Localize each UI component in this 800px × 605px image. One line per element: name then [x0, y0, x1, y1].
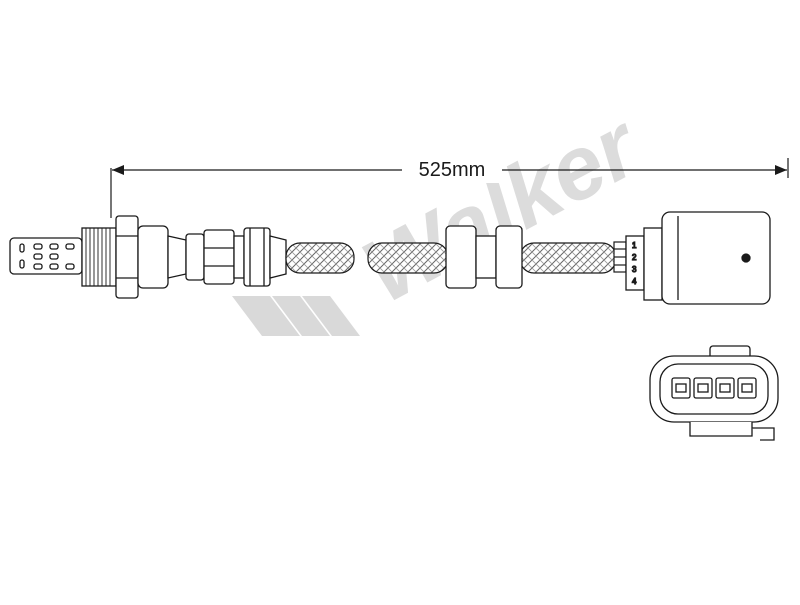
- probe-slot: [19, 259, 25, 269]
- plug-housing: [661, 211, 771, 305]
- hex-nut: [115, 215, 139, 299]
- watermark-logo: Walker: [232, 94, 658, 336]
- body-grommet: [243, 227, 271, 287]
- cable-segment: [519, 242, 617, 274]
- pin-label-1: 1: [632, 241, 637, 250]
- probe-slot: [33, 253, 43, 260]
- braided-cable: [285, 242, 617, 274]
- watermark-stripe: [272, 296, 330, 336]
- plug-latch-dot: [741, 253, 751, 263]
- cable-grommet: [445, 225, 523, 289]
- grommet-right: [495, 225, 523, 289]
- thread-body: [81, 227, 117, 287]
- probe-slot: [19, 243, 25, 253]
- probe-slot: [33, 263, 43, 270]
- body-end-taper: [269, 235, 287, 279]
- body-taper: [167, 235, 187, 279]
- pin-label-2: 2: [632, 253, 637, 262]
- grommet-center: [475, 235, 497, 279]
- grommet-left: [445, 225, 477, 289]
- probe-slot: [49, 253, 59, 260]
- connector-plug: 1 2 3 4: [625, 211, 771, 305]
- plug-ring: [643, 227, 663, 301]
- face-latch-bottom: [752, 427, 775, 441]
- connector-wires: [613, 241, 627, 273]
- sensor-probe: [9, 237, 83, 275]
- dimension-arrow-right: [775, 165, 787, 175]
- face-inner-shell: [659, 363, 769, 415]
- face-pin-slot: [675, 383, 687, 393]
- connector-face-view: [649, 345, 779, 441]
- probe-slot: [33, 243, 43, 250]
- pin-label-4: 4: [632, 277, 637, 286]
- face-pin-slot: [697, 383, 709, 393]
- sensor-body: [137, 225, 287, 289]
- watermark-stripe: [232, 296, 300, 336]
- thread-lines: [85, 228, 111, 286]
- cable-segment: [285, 242, 355, 274]
- thread-section: [81, 215, 139, 299]
- body-ring: [185, 233, 205, 281]
- face-pin-slot: [719, 383, 731, 393]
- pin-label-3: 3: [632, 265, 637, 274]
- dimension-length-label: 525mm: [402, 157, 502, 183]
- dimension-line: [110, 158, 789, 218]
- probe-slot: [65, 263, 75, 270]
- dimension-arrow-left: [112, 165, 124, 175]
- body-collar: [137, 225, 169, 289]
- body-step: [233, 235, 245, 279]
- face-pin-slot: [741, 383, 753, 393]
- watermark-stripe: [302, 296, 360, 336]
- cable-segment: [367, 242, 449, 274]
- probe-slot: [49, 263, 59, 270]
- body-sleeve: [203, 229, 235, 285]
- probe-slot: [65, 243, 75, 250]
- probe-slot: [49, 243, 59, 250]
- face-key-bottom: [689, 422, 753, 437]
